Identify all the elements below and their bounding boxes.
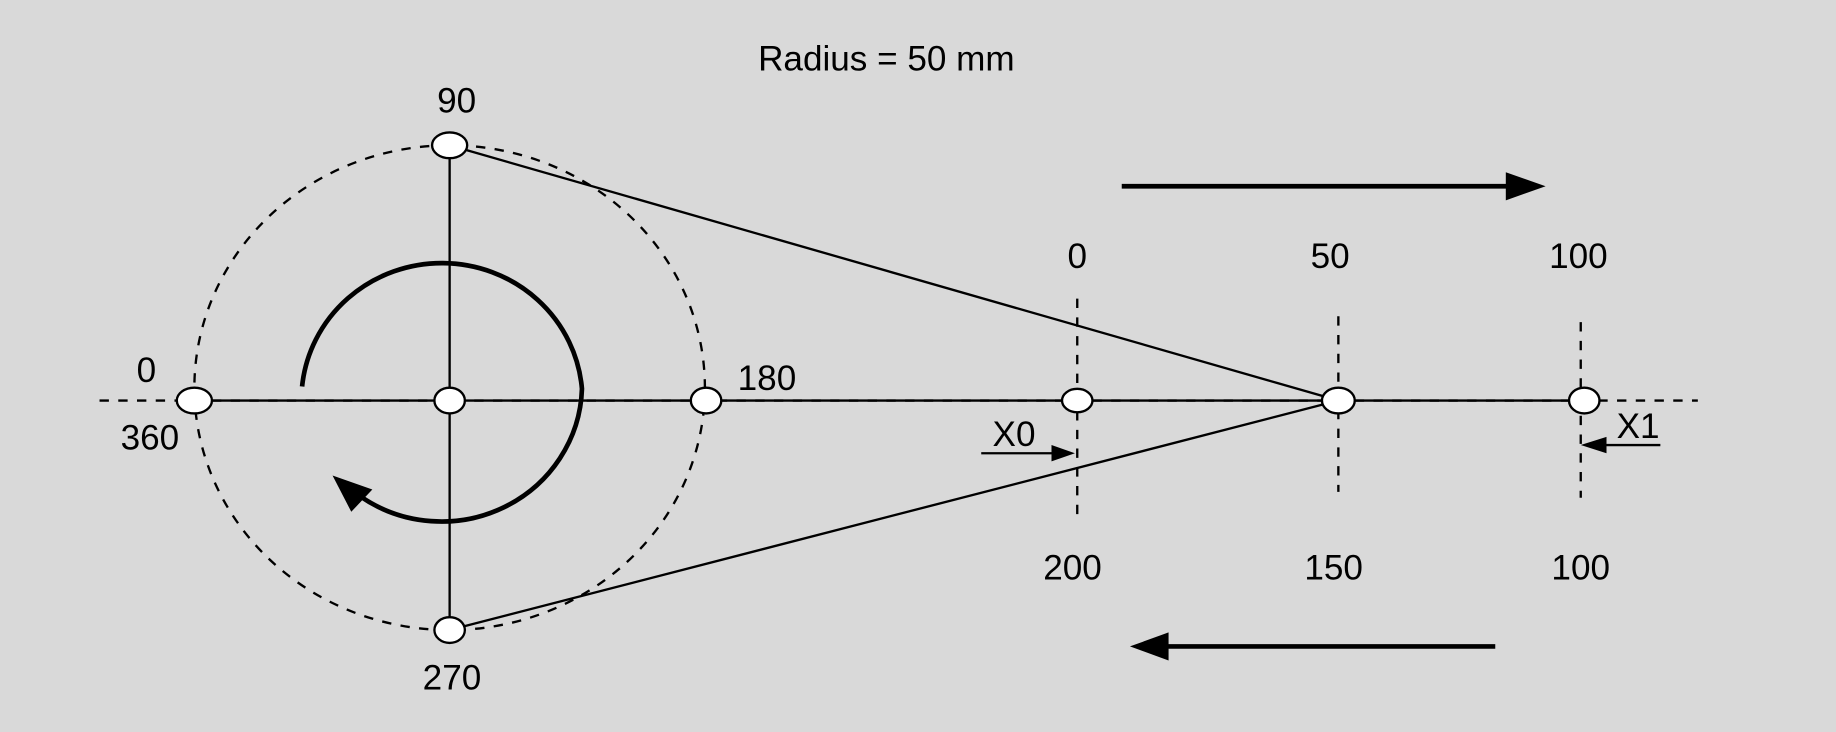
label-180: 180 (738, 359, 797, 398)
node-center (433, 386, 467, 415)
stroke-top-100: 100 (1549, 237, 1608, 276)
return-arrow-icon (1129, 632, 1169, 661)
label-360: 360 (121, 419, 180, 458)
label-x1: X1 (1617, 407, 1660, 446)
node-0 (175, 386, 214, 415)
radius-title: Radius = 50 mm (758, 39, 1015, 78)
stroke-top-0: 0 (1067, 237, 1087, 276)
rotation-arrow (299, 260, 585, 524)
label-90: 90 (437, 81, 476, 120)
stroke-bottom-100: 100 (1551, 549, 1610, 588)
node-180 (689, 386, 723, 415)
node-90 (430, 131, 469, 160)
node-270 (433, 615, 467, 645)
connecting-rod-bottom (449, 399, 1339, 632)
rotation-arrowhead-icon (332, 475, 373, 512)
node-slider-50 (1320, 386, 1356, 415)
connecting-rod-top (449, 144, 1339, 402)
label-270: 270 (423, 659, 482, 698)
stroke-bottom-200: 200 (1043, 549, 1102, 588)
node-slider-0 (1060, 387, 1094, 414)
label-0: 0 (137, 351, 157, 390)
stroke-bottom-150: 150 (1304, 549, 1363, 588)
forward-arrow-icon (1505, 172, 1546, 201)
node-slider-100 (1567, 386, 1601, 415)
stroke-top-50: 50 (1311, 237, 1350, 276)
x0-arrowhead-icon (1051, 445, 1075, 462)
label-x0: X0 (993, 415, 1036, 454)
x1-arrowhead-icon (1580, 436, 1607, 454)
